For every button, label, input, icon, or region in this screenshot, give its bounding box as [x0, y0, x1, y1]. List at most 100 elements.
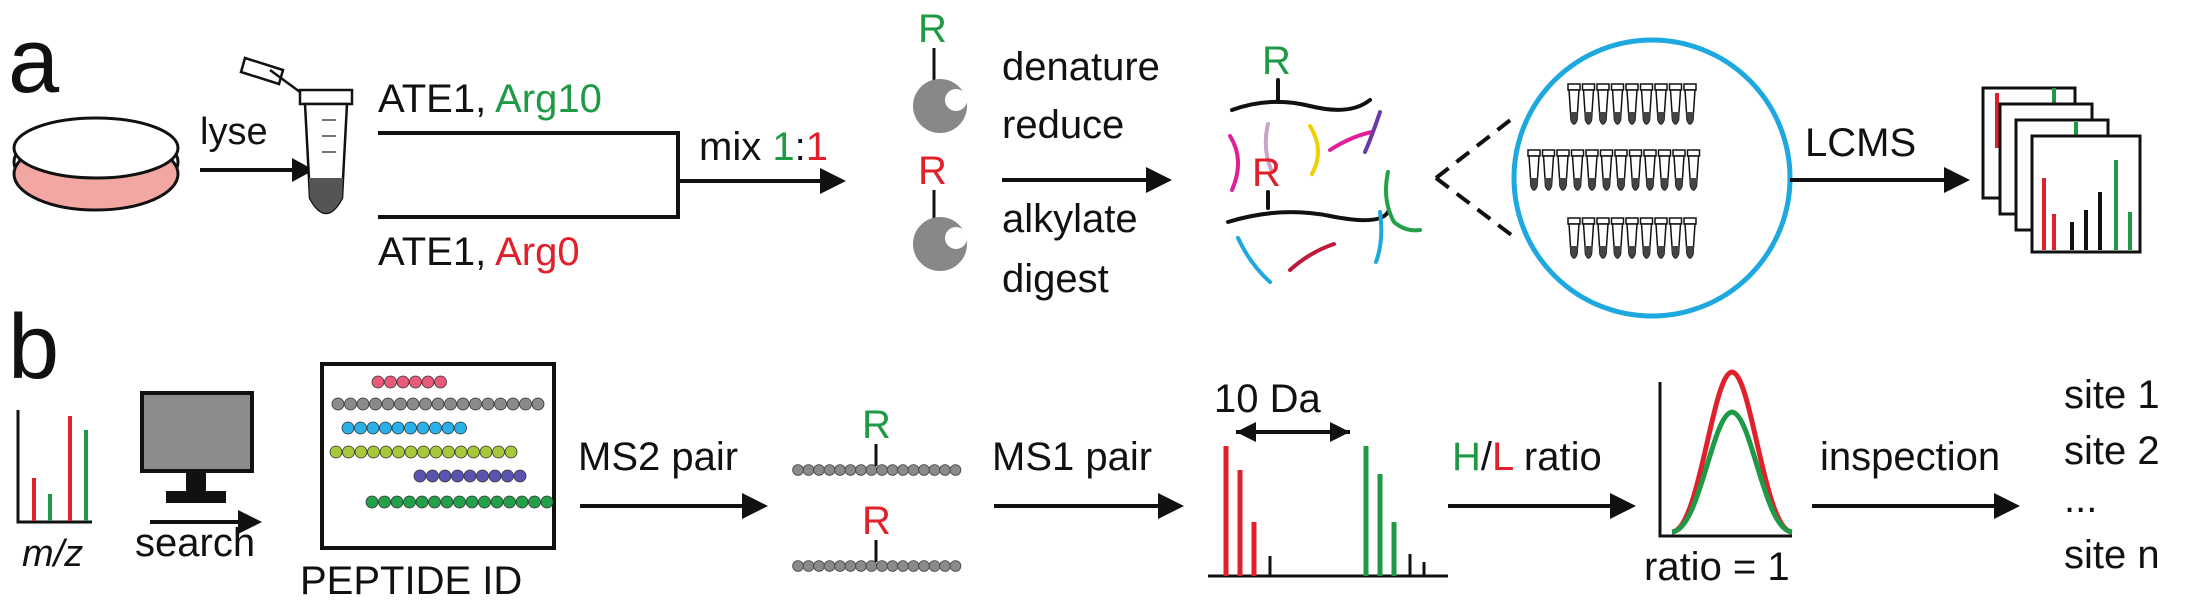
peptide-id-label: PEPTIDE ID: [300, 559, 522, 603]
peptide-bead-row: [371, 375, 447, 389]
peptide-bead: [404, 445, 418, 459]
peptide-bead: [384, 375, 397, 389]
da-label: 10 Da: [1214, 377, 1321, 421]
peptide-bead: [366, 421, 380, 435]
fragment-r-heavy: R: [1262, 39, 1291, 83]
peptide-bead: [488, 469, 502, 483]
peptide-bead: [369, 397, 382, 411]
peptide-bead: [504, 445, 518, 459]
fraction-tube: [1643, 149, 1657, 191]
peptide-bead: [417, 445, 430, 459]
r-heavy-label: R: [918, 7, 947, 51]
chain-bead: [855, 560, 867, 572]
fraction-tube: [1581, 217, 1596, 259]
digest-arrowhead: [1146, 167, 1172, 193]
ratio-eq-label: ratio = 1: [1644, 545, 1790, 589]
fraction-tube: [1628, 149, 1643, 191]
peptide-bead: [444, 397, 457, 411]
peptide-bead: [429, 421, 442, 435]
zoom-line-bottom: [1434, 176, 1520, 242]
peptide-bead: [365, 495, 379, 509]
chain-bead: [918, 560, 930, 572]
tube-icon: [239, 56, 354, 215]
peptide-bead: [341, 421, 355, 435]
chain-bead: [844, 464, 857, 476]
ms2-r-light: R: [862, 499, 891, 543]
peptide-bead-row: [413, 469, 527, 483]
peptide-bead: [492, 445, 505, 459]
chain-bead: [886, 464, 899, 476]
ratio-arrowhead: [1610, 493, 1636, 519]
r-light-label: R: [918, 149, 947, 193]
ms1-pair-label: MS1 pair: [992, 435, 1152, 479]
zoom-line-top: [1434, 112, 1520, 180]
chain-bead: [928, 464, 941, 476]
chain-bead: [918, 464, 930, 476]
site-n: site n: [2064, 533, 2160, 577]
branch-top-label: ATE1, Arg10: [378, 77, 602, 121]
peptide-bead-row: [341, 421, 467, 435]
elution-peaks-icon: [1658, 369, 1793, 538]
mz-label: m/z: [22, 533, 83, 575]
ms2-arrowhead: [742, 493, 768, 519]
peptide-bead: [479, 445, 493, 459]
panel-a-letter: a: [8, 10, 60, 112]
hl-ratio-label: H/L ratio: [1452, 435, 1602, 479]
fraction-tube: [1585, 149, 1599, 191]
chain-bead: [939, 560, 951, 572]
chain-bead: [834, 560, 846, 572]
inspection-arrowhead: [1994, 493, 2020, 519]
peptide-bead: [451, 469, 464, 483]
peptide-bead: [494, 397, 507, 411]
fraction-tube: [1541, 149, 1556, 191]
peptide-bead: [481, 397, 495, 411]
peptide-bead: [394, 397, 407, 411]
stacked-spectra-icon: [1981, 86, 2142, 254]
peptide-bead: [391, 421, 405, 435]
chain-bead: [834, 464, 846, 476]
peptide-bead: [463, 469, 477, 483]
chain-bead: [792, 464, 804, 476]
step-digest: digest: [1002, 257, 1109, 301]
peptide-bead: [441, 421, 455, 435]
site-2: site 2: [2064, 429, 2160, 473]
peptide-bead: [367, 445, 380, 459]
site-ellipsis: ...: [2064, 477, 2097, 521]
fraction-tube: [1668, 83, 1683, 125]
fraction-tube: [1625, 83, 1639, 125]
mix-arrowhead: [820, 168, 846, 194]
fraction-tube: [1567, 83, 1581, 125]
fraction-tube: [1683, 83, 1697, 125]
fraction-tubes: [1527, 83, 1701, 259]
step-denature: denature: [1002, 45, 1160, 89]
peptide-bead: [503, 495, 516, 509]
peptide-bead: [431, 397, 445, 411]
peptide-bead: [379, 421, 392, 435]
chain-bead: [813, 560, 825, 572]
peptide-bead: [409, 375, 422, 389]
chain-bead: [949, 464, 962, 476]
peptide-bead: [371, 375, 385, 389]
peptide-bead: [381, 397, 395, 411]
search-label: search: [135, 521, 255, 565]
lcms-arrowhead: [1944, 167, 1970, 193]
chain-bead: [802, 560, 815, 572]
chain-bead: [928, 560, 941, 572]
fraction-tube: [1567, 217, 1581, 259]
peptide-bead: [354, 445, 368, 459]
peptide-bead: [406, 397, 420, 411]
peptide-fragments: R R: [1226, 39, 1422, 284]
chain-bead: [876, 560, 888, 572]
peptide-bead: [342, 445, 355, 459]
ms1-arrowhead: [1158, 493, 1184, 519]
peptide-bead: [465, 495, 479, 509]
peptide-bead: [442, 445, 455, 459]
peptide-bead-row: [329, 445, 518, 459]
lyse-label: lyse: [200, 111, 268, 153]
fraction-tube: [1657, 149, 1672, 191]
peptide-bead: [396, 375, 410, 389]
panel-a: a lyse ATE1, Arg10 ATE1, Arg0 mix 1:1: [8, 7, 2142, 319]
mz-spectrum-icon: [16, 410, 92, 524]
chain-bead: [844, 560, 857, 572]
